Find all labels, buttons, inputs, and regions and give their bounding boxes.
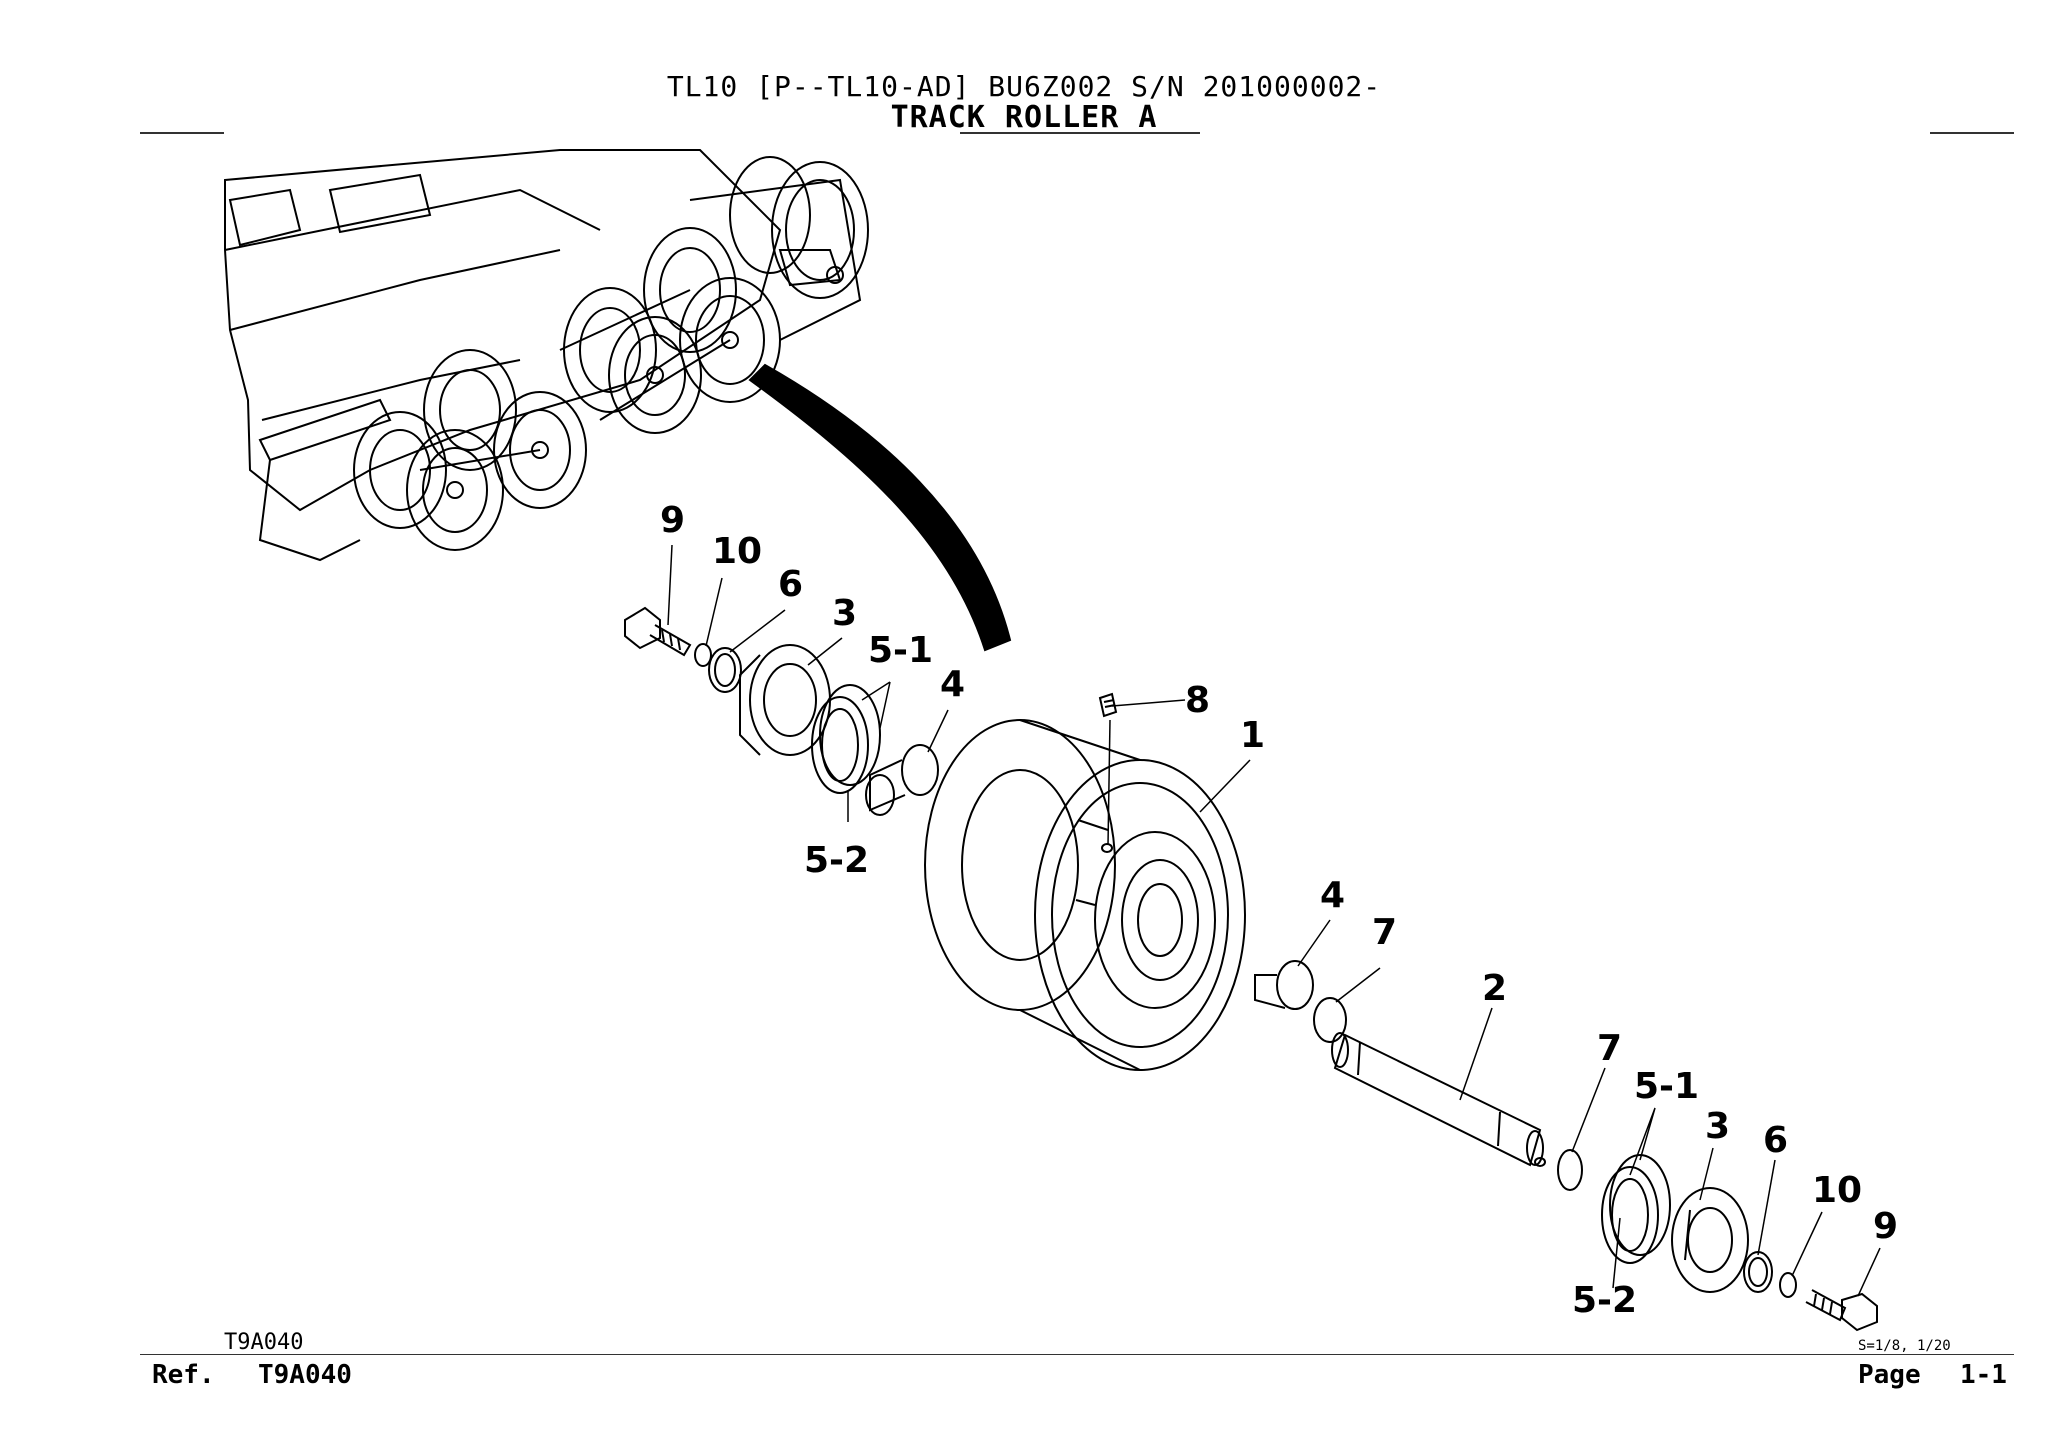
drawing-code: T9A040 [224, 1330, 304, 1355]
callout-10-right: 10 [1812, 1170, 1862, 1211]
callout-1: 1 [1240, 715, 1265, 756]
shaft [1331, 1032, 1546, 1167]
cover-left [739, 644, 831, 756]
washer-right [1779, 1272, 1797, 1298]
undercarriage-frame [224, 149, 862, 562]
bolt-left [624, 606, 692, 657]
header-rule-right [1930, 132, 2014, 134]
bolt-right [1805, 1289, 1878, 1332]
callout-5-1-left: 5-1 [868, 630, 933, 671]
callout-3-left: 3 [832, 593, 857, 634]
scale-note: S=1/8, 1/20 [1858, 1338, 1951, 1354]
floating-seal-right [1601, 1154, 1671, 1264]
callout-4-left: 4 [940, 664, 965, 705]
ref-value: T9A040 [258, 1360, 352, 1390]
callout-6-right: 6 [1763, 1120, 1788, 1161]
header-rule-left [140, 132, 224, 134]
callout-4-right: 4 [1320, 875, 1345, 916]
grease-plug [1098, 692, 1118, 718]
callout-6-left: 6 [778, 564, 803, 605]
callout-5-1-right: 5-1 [1634, 1066, 1699, 1107]
installed-rollers [353, 156, 869, 551]
page-label: Page [1858, 1360, 1921, 1390]
callout-2: 2 [1482, 968, 1507, 1009]
bushing-right [1254, 960, 1314, 1010]
callout-8: 8 [1185, 680, 1210, 721]
callout-7-upper: 7 [1372, 912, 1397, 953]
washer-left [694, 643, 712, 667]
snap-ring-right [1743, 1251, 1773, 1293]
drawing-title-part: TRACK ROLLER A [890, 100, 1158, 135]
page-number: 1-1 [1960, 1360, 2007, 1390]
callout-3-right: 3 [1705, 1106, 1730, 1147]
o-ring-right-upper [1313, 997, 1347, 1043]
callout-5-2-right: 5-2 [1572, 1280, 1637, 1321]
floating-seal-left [811, 684, 881, 794]
track-roller [924, 719, 1246, 1071]
header-rule-center [960, 132, 1200, 134]
callout-9-right: 9 [1873, 1206, 1898, 1247]
footer-rule [140, 1354, 2014, 1355]
callout-7-lower: 7 [1597, 1028, 1622, 1069]
cover-right [1671, 1187, 1749, 1293]
bushing-left [865, 744, 939, 816]
leader-lines [667, 544, 1881, 1297]
snap-ring-left [708, 647, 742, 693]
callout-9-left: 9 [660, 500, 685, 541]
drawing-title-model: TL10 [P--TL10-AD] BU6Z002 S/N 201000002- [666, 70, 1382, 103]
ref-label: Ref. [152, 1360, 215, 1390]
callout-10-left: 10 [712, 531, 762, 572]
o-ring-right-lower [1557, 1149, 1583, 1191]
detail-leader-arrow [748, 363, 1012, 652]
callout-5-2-left: 5-2 [804, 840, 869, 881]
